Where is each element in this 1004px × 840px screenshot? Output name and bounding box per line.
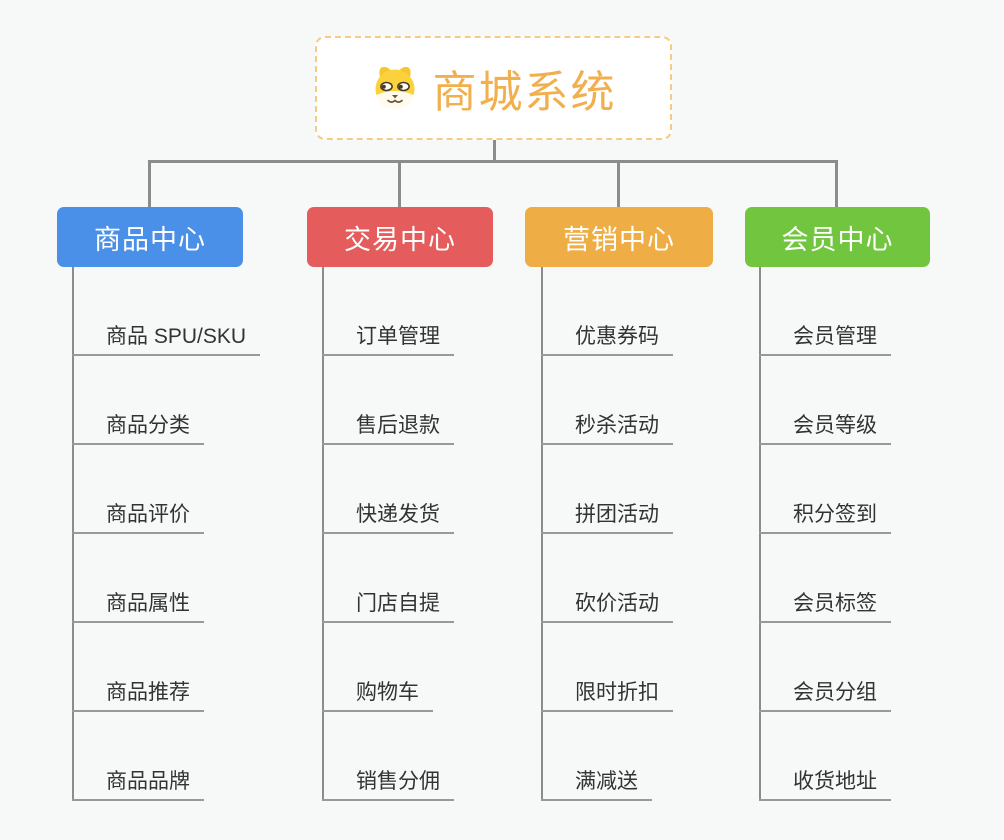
leaf-node[interactable]: 商品推荐	[72, 623, 204, 712]
leaf-node[interactable]: 售后退款	[322, 356, 454, 445]
branch-spine-line	[541, 267, 543, 801]
connector-line	[148, 160, 151, 208]
leaf-node[interactable]: 门店自提	[322, 534, 454, 623]
leaf-node[interactable]: 商品属性	[72, 534, 204, 623]
leaf-node[interactable]: 砍价活动	[541, 534, 673, 623]
branch-spine-line	[759, 267, 761, 801]
branch-node-label: 商品中心	[94, 224, 206, 255]
leaf-node[interactable]: 优惠券码	[541, 267, 673, 356]
leaf-node[interactable]: 商品 SPU/SKU	[72, 267, 261, 356]
connector-line	[835, 160, 838, 208]
branch-leaf-list-marketing: 优惠券码 秒杀活动 拼团活动 砍价活动 限时折扣 满减送	[541, 267, 673, 801]
branch-node-marketing-center[interactable]: 营销中心	[525, 207, 713, 267]
branch-leaf-list-member: 会员管理 会员等级 积分签到 会员标签 会员分组 收货地址	[759, 267, 891, 801]
leaf-node[interactable]: 快递发货	[322, 445, 454, 534]
leaf-node[interactable]: 商品品牌	[72, 712, 204, 801]
branch-node-label: 会员中心	[781, 224, 894, 255]
leaf-node[interactable]: 拼团活动	[541, 445, 673, 534]
branch-node-product-center[interactable]: 商品中心	[57, 207, 243, 267]
leaf-node[interactable]: 收货地址	[759, 712, 891, 801]
leaf-node[interactable]: 积分签到	[759, 445, 891, 534]
branch-leaf-list-product: 商品 SPU/SKU 商品分类 商品评价 商品属性 商品推荐 商品品牌	[72, 267, 261, 801]
branch-node-member-center[interactable]: 会员中心	[745, 207, 930, 267]
branch-node-trade-center[interactable]: 交易中心	[307, 207, 493, 267]
leaf-node[interactable]: 限时折扣	[541, 623, 673, 712]
branch-spine-line	[72, 267, 74, 801]
connector-line	[617, 160, 620, 208]
leaf-node[interactable]: 订单管理	[322, 267, 454, 356]
branch-node-label: 交易中心	[344, 224, 456, 255]
branch-leaf-list-trade: 订单管理 售后退款 快递发货 门店自提 购物车 销售分佣	[322, 267, 454, 801]
branch-spine-line	[322, 267, 324, 801]
leaf-node[interactable]: 商品评价	[72, 445, 204, 534]
root-node-title: 商城系统	[432, 68, 617, 117]
leaf-node[interactable]: 秒杀活动	[541, 356, 673, 445]
dog-face-icon	[371, 64, 419, 112]
leaf-node[interactable]: 会员分组	[759, 623, 891, 712]
leaf-node[interactable]: 会员管理	[759, 267, 891, 356]
leaf-node[interactable]: 商品分类	[72, 356, 204, 445]
leaf-node[interactable]: 购物车	[322, 623, 433, 712]
connector-line	[493, 138, 496, 162]
connector-line	[398, 160, 401, 208]
leaf-node[interactable]: 销售分佣	[322, 712, 454, 801]
leaf-node[interactable]: 会员标签	[759, 534, 891, 623]
connector-line	[148, 160, 838, 163]
leaf-node[interactable]: 会员等级	[759, 356, 891, 445]
branch-node-label: 营销中心	[563, 224, 675, 255]
root-node-mall-system[interactable]: 商城系统	[315, 36, 672, 140]
leaf-node[interactable]: 满减送	[541, 712, 652, 801]
